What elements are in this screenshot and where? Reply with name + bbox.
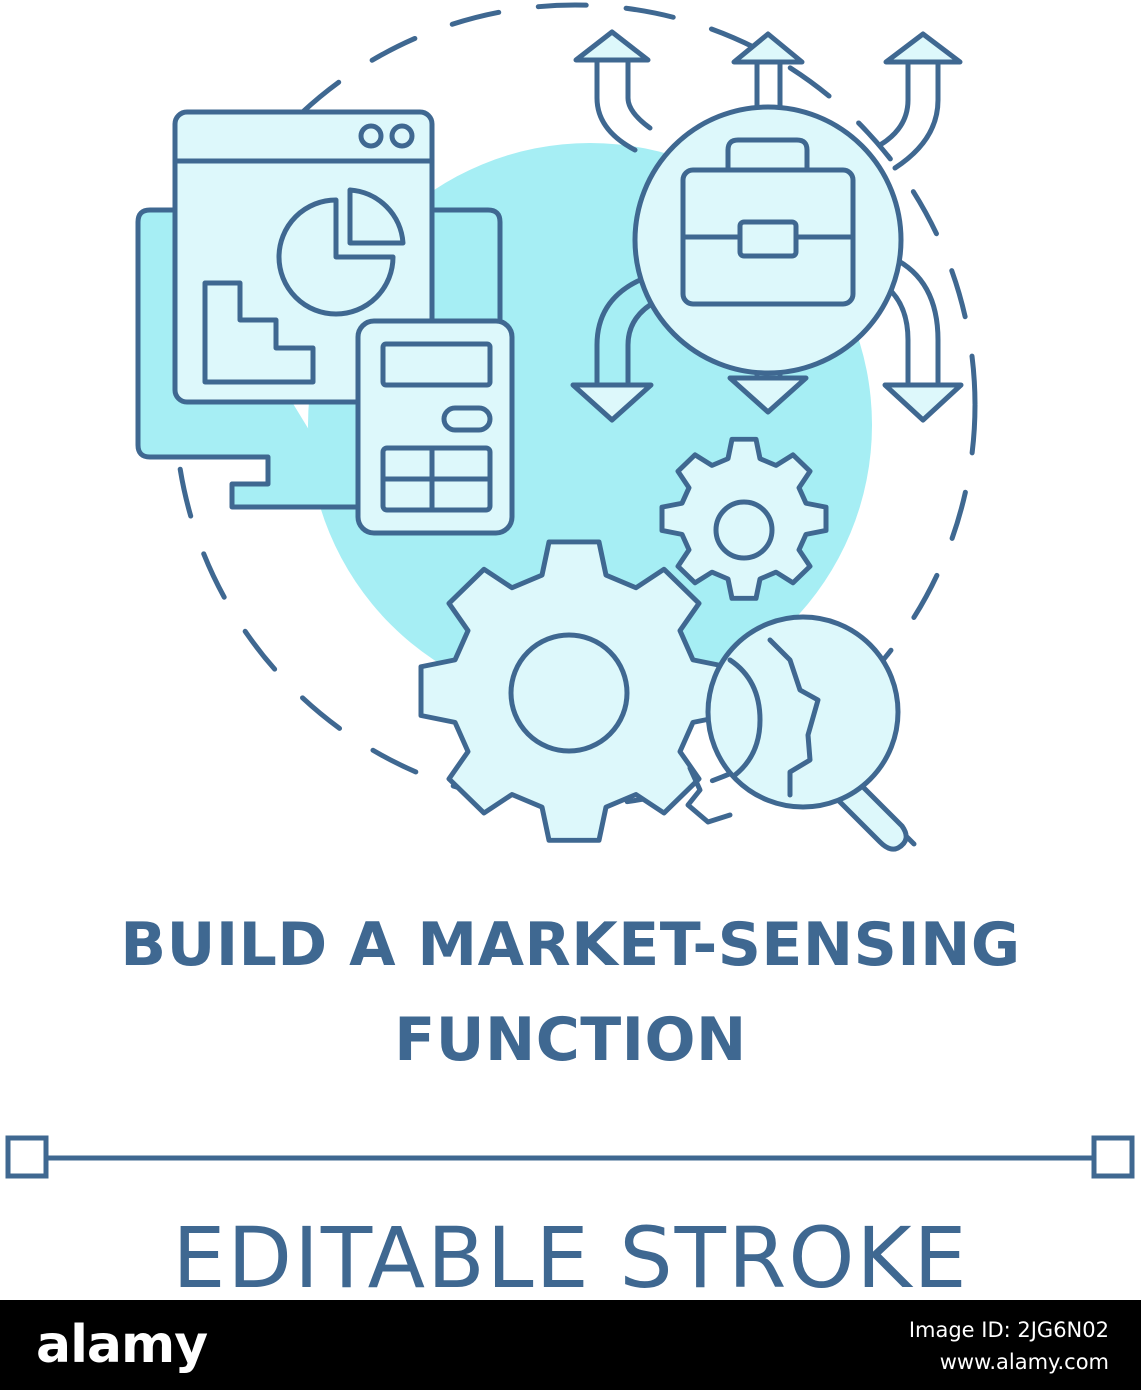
image-id-label: Image ID: 2JG6N02 — [908, 1318, 1109, 1342]
big-gear-icon — [418, 539, 730, 843]
calculator-icon — [355, 318, 515, 536]
footer-bar — [0, 1300, 1141, 1390]
magnifier-gear-icon — [685, 614, 917, 852]
site-url: www.alamy.com — [939, 1350, 1109, 1374]
bar-chart-icon — [202, 280, 316, 385]
subtitle: EDITABLE STROKE — [172, 1209, 969, 1307]
pie-chart-icon — [276, 187, 406, 317]
title-line-2: FUNCTION — [394, 1005, 747, 1075]
title-line-1: BUILD A MARKET-SENSING — [120, 910, 1021, 980]
briefcase-network-icon — [570, 29, 964, 423]
alamy-logo: alamy — [36, 1315, 208, 1375]
stock-info: Image ID: 2JG6N02 www.alamy.com — [909, 1314, 1109, 1378]
editable-stroke-line — [5, 1135, 1135, 1179]
gear-icon — [659, 436, 829, 601]
